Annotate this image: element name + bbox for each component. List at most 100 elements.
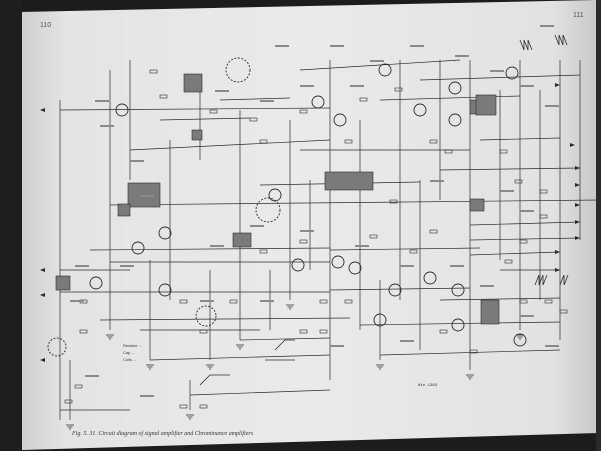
ground-symbol — [186, 414, 194, 420]
transistor — [448, 113, 462, 127]
resistor — [499, 149, 508, 154]
resistor — [199, 404, 208, 409]
component-label-mark — [75, 265, 89, 267]
input-arrow — [40, 293, 45, 297]
component-label-mark — [400, 265, 414, 267]
resistor — [74, 384, 83, 389]
wire — [59, 107, 331, 111]
connector-socket — [47, 337, 67, 357]
wire — [239, 337, 331, 341]
component-label-mark — [330, 345, 344, 347]
wire — [359, 321, 561, 326]
note-line: Resistor ... — [123, 343, 143, 348]
resistor — [229, 299, 238, 304]
resistor — [299, 329, 308, 334]
waveform-icon — [199, 374, 230, 386]
component-label-mark — [250, 225, 264, 227]
connector-socket — [255, 197, 281, 223]
module-block — [324, 171, 374, 191]
module-block — [55, 275, 71, 291]
wire — [419, 74, 581, 81]
resistor — [429, 229, 438, 234]
resistor — [539, 214, 548, 219]
ground-symbol — [236, 344, 244, 350]
note-line: Cap ... — [123, 350, 135, 355]
component-notes: Resistor ... Cap ... Coils ... — [123, 342, 142, 363]
transistor — [413, 103, 427, 117]
resistor — [359, 97, 368, 102]
transistor — [291, 258, 305, 272]
resistor — [344, 139, 353, 144]
resistor — [504, 259, 513, 264]
component-label-mark — [200, 300, 214, 302]
output-arrow — [555, 268, 560, 272]
resistor — [469, 349, 478, 354]
component-label-mark — [300, 85, 314, 87]
wire — [469, 237, 581, 241]
figure-caption: Fig. 5. 31. Circuit diagram of signal am… — [72, 431, 254, 437]
transistor — [378, 63, 392, 77]
module-block — [469, 198, 485, 212]
connector-socket — [225, 57, 251, 83]
resistor — [429, 139, 438, 144]
wire — [469, 221, 581, 226]
resistor — [149, 69, 158, 74]
component-label-mark — [100, 125, 114, 127]
resistor — [559, 309, 568, 314]
resistor — [514, 179, 523, 184]
resistor — [259, 139, 268, 144]
wire — [109, 199, 601, 206]
transistor — [268, 188, 282, 202]
input-arrow — [40, 358, 45, 362]
transistor — [451, 318, 465, 332]
ground-symbol — [466, 374, 474, 380]
wire — [149, 354, 331, 361]
transistor — [311, 95, 325, 109]
ground-symbol — [286, 304, 294, 310]
ground-symbol — [376, 364, 384, 370]
resistor — [249, 117, 258, 122]
component-label-mark — [350, 85, 364, 87]
transistor — [348, 261, 362, 275]
component-label-mark — [140, 395, 154, 397]
waveform-icon — [559, 274, 569, 286]
input-arrow — [40, 108, 45, 112]
component-label-mark — [370, 60, 384, 62]
module-block — [480, 299, 500, 325]
resistor — [409, 249, 418, 254]
diagram-marker: Nie.1383 — [418, 384, 438, 388]
transistor — [333, 113, 347, 127]
wire — [89, 247, 331, 251]
wire — [439, 297, 561, 301]
component-label-mark — [210, 245, 224, 247]
component-label-mark — [330, 45, 344, 47]
resistor — [179, 404, 188, 409]
component-label-mark — [300, 230, 314, 232]
resistor — [64, 399, 73, 404]
transistor — [388, 283, 402, 297]
component-label-mark — [410, 45, 424, 47]
resistor — [319, 299, 328, 304]
wire — [439, 167, 581, 171]
resistor — [199, 329, 208, 334]
component-label-mark — [490, 70, 504, 72]
resistor — [344, 299, 353, 304]
component-label-mark — [120, 265, 134, 267]
resistor — [439, 329, 448, 334]
transistor — [373, 313, 387, 327]
wire — [469, 251, 561, 256]
component-label-mark — [215, 90, 229, 92]
component-label-mark — [545, 345, 559, 347]
waveform-icon — [265, 339, 295, 361]
component-label-mark — [140, 195, 154, 197]
wire — [99, 317, 351, 321]
resistor — [299, 239, 308, 244]
component-label-mark — [70, 300, 84, 302]
wire — [159, 117, 251, 121]
resistor — [159, 94, 168, 99]
wire — [379, 95, 521, 101]
waveform-icon — [534, 274, 548, 286]
resistor — [319, 329, 328, 334]
